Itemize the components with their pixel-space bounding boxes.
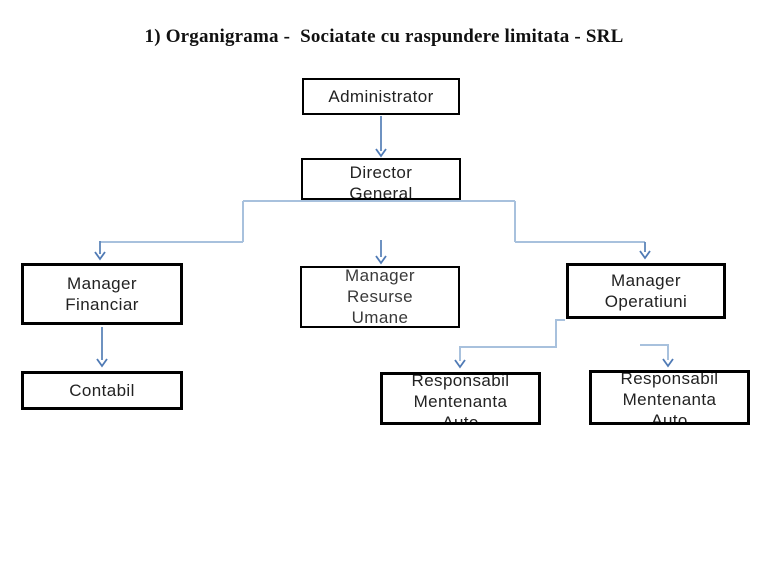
node-responsabil-mentenanta-auto-1: Responsabil Mentenanta Auto: [380, 372, 541, 425]
edge-director-branches: [100, 200, 645, 243]
page-title: 1) Organigrama - Sociatate cu raspundere…: [144, 26, 624, 47]
node-manager-resurse-umane-label: Manager Resurse Umane: [345, 266, 415, 327]
arrowhead-resurse: [375, 255, 387, 265]
node-responsabil-mentenanta-auto-1-label: Responsabil Mentenanta Auto: [411, 372, 510, 425]
arrowhead-operatiuni: [639, 250, 651, 260]
arrowhead-resp2: [662, 358, 674, 368]
edge-operatiuni-resp2: [640, 344, 669, 360]
arrowhead-contabil: [96, 358, 108, 368]
node-administrator: Administrator: [302, 78, 460, 115]
node-contabil: Contabil: [21, 371, 183, 410]
node-director-general-label: Director General: [349, 163, 413, 200]
node-director-general: Director General: [301, 158, 461, 200]
node-manager-resurse-umane: Manager Resurse Umane: [300, 266, 460, 328]
node-administrator-label: Administrator: [328, 87, 434, 106]
arrowhead-resp1: [454, 359, 466, 369]
arrowhead-financiar: [94, 251, 106, 261]
node-responsabil-mentenanta-auto-2: Responsabil Mentenanta Auto: [589, 370, 750, 425]
node-manager-operatiuni: Manager Operatiuni: [566, 263, 726, 319]
edge-operatiuni-resp1: [459, 319, 565, 361]
node-manager-financiar: Manager Financiar: [21, 263, 183, 325]
node-manager-operatiuni-label: Manager Operatiuni: [604, 271, 688, 311]
node-contabil-label: Contabil: [69, 381, 135, 400]
node-manager-financiar-label: Manager Financiar: [65, 274, 139, 314]
arrowhead-director: [375, 148, 387, 158]
node-responsabil-mentenanta-auto-2-label: Responsabil Mentenanta Auto: [620, 370, 719, 425]
